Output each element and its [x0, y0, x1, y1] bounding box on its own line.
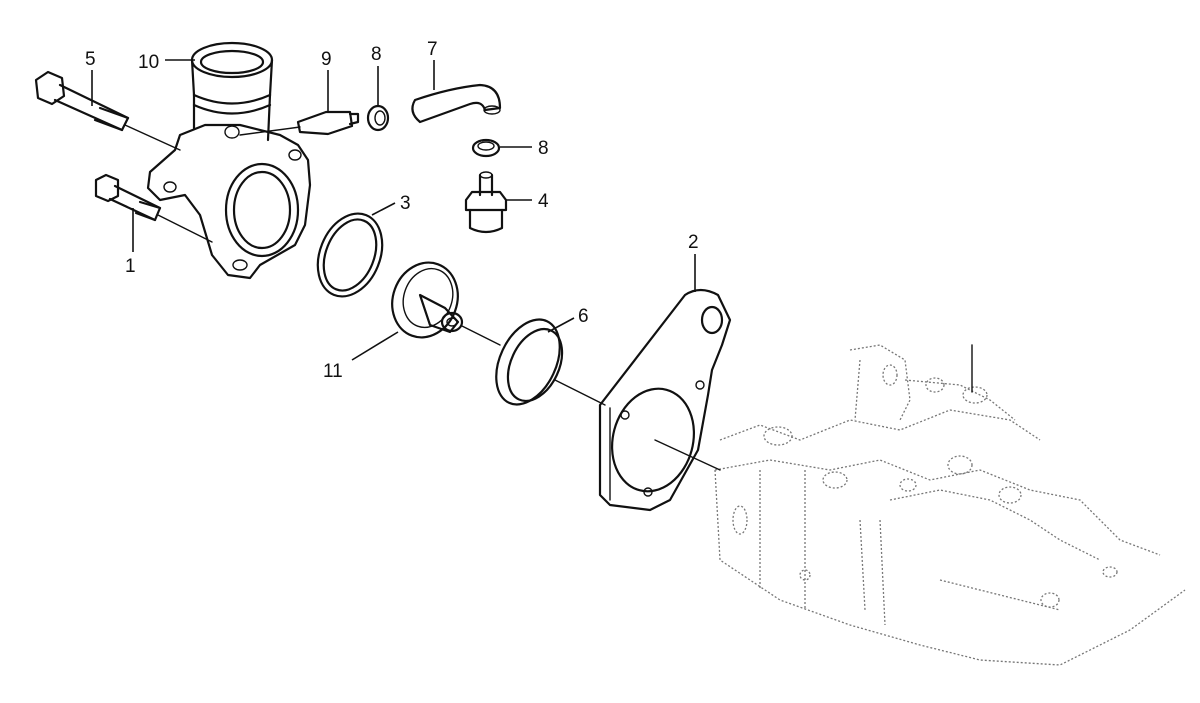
callout-11: 11 — [323, 361, 343, 382]
o-ring — [316, 212, 384, 298]
callout-6: 6 — [578, 306, 589, 327]
callout-8-upper: 8 — [371, 44, 382, 65]
callout-7: 7 — [427, 39, 438, 60]
thermostat-housing — [146, 41, 312, 280]
leader-11 — [351, 331, 399, 361]
fitting — [239, 110, 360, 136]
callout-1: 1 — [125, 256, 136, 277]
leader-lines — [91, 59, 696, 361]
callout-5: 5 — [85, 49, 96, 70]
leader-3 — [371, 202, 396, 216]
hose — [411, 83, 502, 124]
callout-8-lower: 8 — [538, 138, 549, 159]
callout-3: 3 — [400, 193, 411, 214]
thermostat — [391, 261, 501, 346]
callout-labels: 5 10 9 8 7 8 4 3 1 2 6 11 — [85, 39, 699, 382]
callout-4: 4 — [538, 191, 549, 212]
clamp-upper — [366, 104, 390, 132]
bolt-long — [34, 70, 181, 151]
callout-10: 10 — [138, 52, 159, 73]
nipple-fitting — [464, 171, 508, 234]
gasket-plate — [598, 288, 732, 512]
engine-block-ghost — [714, 344, 1186, 666]
clamp-lower — [471, 138, 501, 158]
callout-2: 2 — [688, 232, 699, 253]
callout-9: 9 — [321, 49, 332, 70]
leader-6 — [547, 317, 575, 333]
